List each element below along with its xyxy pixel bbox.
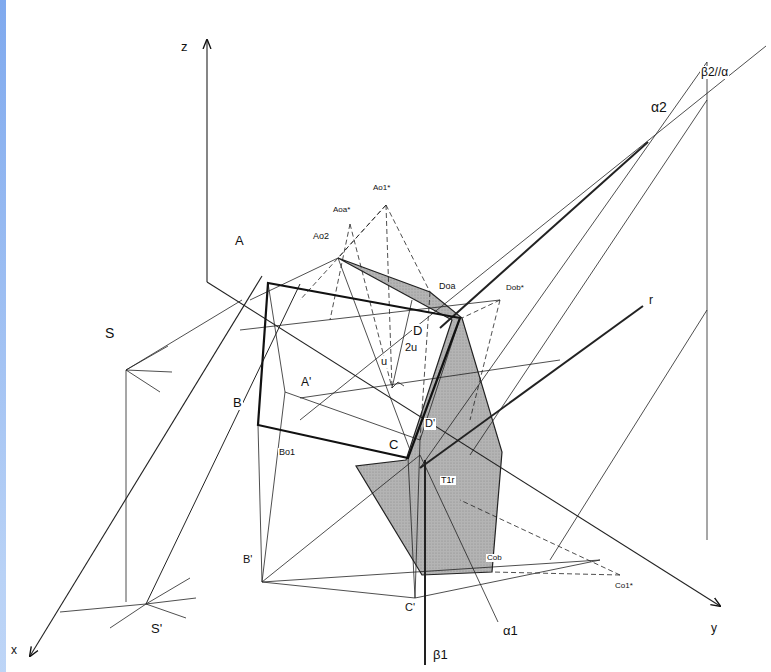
- point-label: B: [232, 396, 243, 410]
- point-label: β2//α: [700, 66, 729, 79]
- point-label: Dob*: [505, 284, 525, 292]
- point-label: C: [388, 438, 399, 452]
- point-label: y: [710, 622, 718, 635]
- point-label: Co1*: [614, 582, 634, 590]
- point-label: 2u: [404, 342, 418, 354]
- point-label: Doa: [438, 282, 457, 291]
- point-label: r: [648, 294, 654, 307]
- point-label: x: [10, 644, 18, 657]
- point-label: A': [300, 376, 312, 389]
- point-label: β1: [432, 648, 449, 662]
- point-label: Cob: [486, 554, 503, 562]
- point-label: z: [180, 40, 189, 54]
- point-label: Ao1*: [372, 184, 391, 192]
- point-label: u: [380, 356, 388, 368]
- point-label: α1: [502, 624, 519, 638]
- point-label: Bo1: [278, 448, 296, 457]
- point-label: S': [150, 622, 163, 636]
- point-label: B': [242, 554, 253, 566]
- point-label: Ao2: [312, 232, 330, 241]
- point-label: C': [404, 602, 416, 614]
- point-label: A: [234, 234, 245, 248]
- point-label: T1r: [440, 476, 456, 485]
- point-label: D': [424, 418, 436, 430]
- point-label: α2: [650, 100, 668, 115]
- point-label: Aoa*: [332, 206, 351, 214]
- point-label: S: [104, 326, 115, 341]
- point-label: D: [412, 324, 423, 338]
